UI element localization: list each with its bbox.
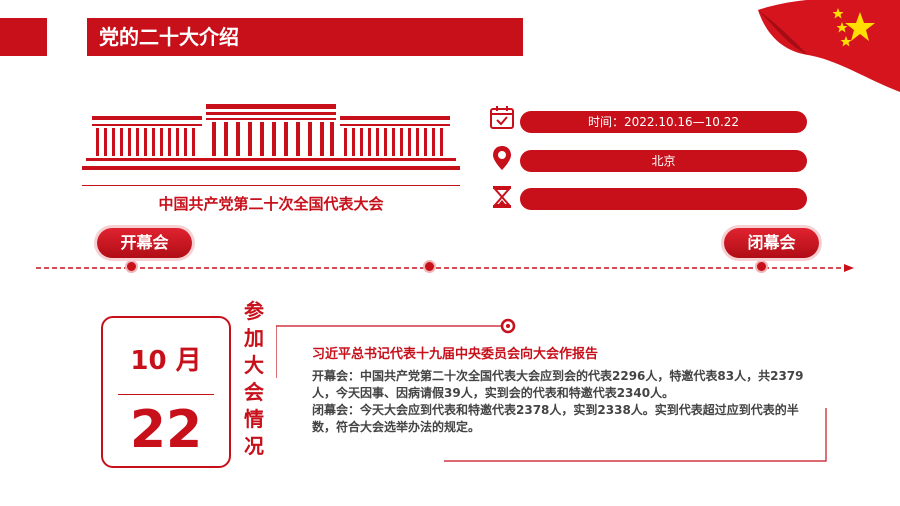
closing-session-button[interactable]: 闭幕会 xyxy=(724,228,819,258)
report-body: 开幕会：中国共产党第二十次全国代表大会应到会的代表2296人，特邀代表83人，共… xyxy=(312,368,817,436)
timeline-arrow xyxy=(36,264,854,272)
page-title: 党的二十大介绍 xyxy=(87,18,523,56)
date-month: 10 月 xyxy=(130,346,202,376)
location-pin-icon xyxy=(493,146,511,170)
great-hall-building-icon xyxy=(82,104,460,170)
congress-name: 中国共产党第二十次全国代表大会 xyxy=(158,195,384,213)
national-flag-icon xyxy=(758,0,900,92)
header-accent-bar xyxy=(0,18,47,56)
report-frame xyxy=(276,318,827,462)
closing-session-text: 闭幕会：今天大会应到代表和特邀代表2378人，实到2338人。实到代表超过应到代… xyxy=(312,403,799,434)
location-pill: 北京 xyxy=(520,150,807,172)
opening-session-text: 开幕会：中国共产党第二十次全国代表大会应到会的代表2296人，特邀代表83人，共… xyxy=(312,369,804,400)
side-label-char: 情 xyxy=(244,407,264,431)
side-label-char: 加 xyxy=(244,326,264,350)
duration-pill xyxy=(520,188,807,210)
date-divider xyxy=(118,394,214,395)
hourglass-icon xyxy=(492,186,512,208)
opening-session-button[interactable]: 开幕会 xyxy=(97,228,192,258)
side-label-char: 况 xyxy=(244,434,264,458)
calendar-icon xyxy=(490,106,514,129)
timeline-dot-open xyxy=(125,260,138,273)
time-pill: 时间：2022.10.16—10.22 xyxy=(520,111,807,133)
side-label-char: 参 xyxy=(244,299,264,323)
report-title: 习近平总书记代表十九届中央委员会向大会作报告 xyxy=(312,347,599,362)
date-card xyxy=(101,316,231,468)
building-underline xyxy=(82,185,460,186)
timeline-dot-middle xyxy=(423,260,436,273)
side-label-char: 会 xyxy=(244,380,264,404)
side-label-char: 大 xyxy=(244,353,264,377)
attendance-section-label: 参 加 大 会 情 况 xyxy=(238,298,270,460)
timeline-dot-close xyxy=(755,260,768,273)
date-day: 22 xyxy=(129,400,203,460)
